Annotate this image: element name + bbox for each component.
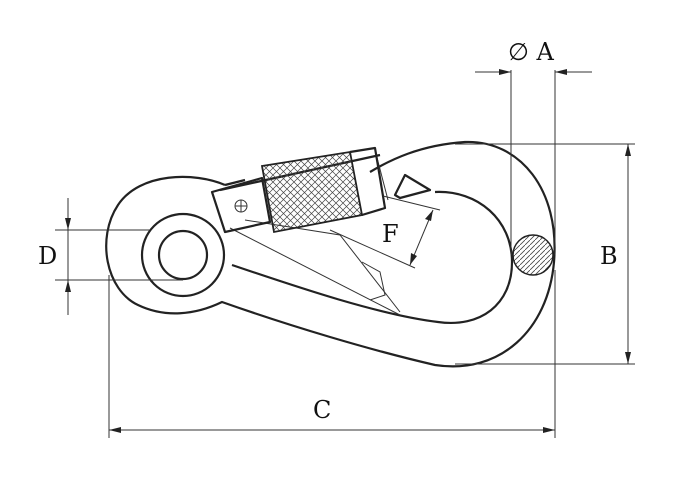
sleeve-right-block: [349, 146, 387, 217]
gate-lower-line: [229, 227, 401, 316]
label-b: B: [600, 242, 618, 270]
knurled-sleeve: [260, 150, 364, 234]
dimension-diameter-a: ∅ A: [475, 38, 592, 255]
dimension-d: D: [38, 198, 183, 315]
carabiner-body: [105, 140, 556, 368]
eye-outer-ring: [140, 212, 226, 298]
dimension-b: B: [455, 143, 635, 365]
label-f: F: [382, 220, 399, 248]
eye-hole: [140, 212, 226, 298]
dimension-f: F: [329, 195, 441, 269]
sleeve-left-block: [210, 176, 272, 234]
dimension-c: C: [108, 270, 556, 438]
label-d: D: [38, 242, 57, 270]
screw-lock-sleeve: [210, 146, 387, 234]
wire-cross-section: [512, 234, 554, 276]
label-diameter-a: ∅ A: [508, 38, 555, 66]
body-inner-outline: [231, 190, 514, 325]
eye-inner-hole: [157, 229, 209, 281]
body-outer-outline: [105, 140, 556, 368]
label-c: C: [313, 396, 331, 424]
screw-pin-cross: [235, 200, 247, 212]
body-upper-edge: [224, 178, 246, 187]
gate-nose-hook: [393, 173, 432, 200]
gate-latch-notch: [361, 261, 386, 301]
